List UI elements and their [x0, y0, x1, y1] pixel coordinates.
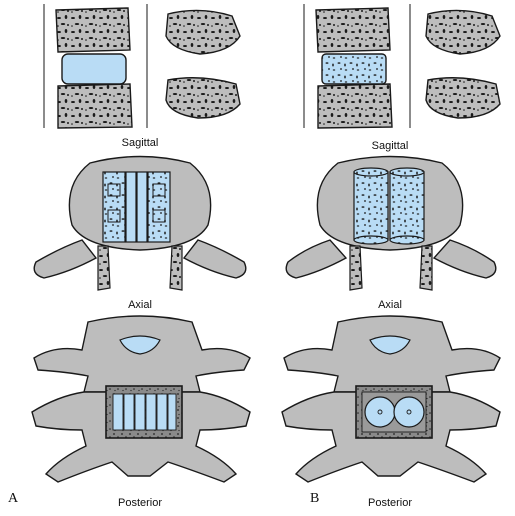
cage-slots: [112, 393, 177, 431]
panel-letter-a: A: [8, 491, 19, 506]
graft-blocks-axial: [102, 171, 171, 243]
spinal-canal: [369, 335, 411, 355]
lower-posterior-element: [425, 77, 501, 119]
right-facet: [169, 245, 183, 291]
interbody-graft: [321, 53, 387, 85]
label-sagittal-b: Sagittal: [371, 140, 409, 152]
lower-posterior-element: [165, 77, 241, 119]
panel-a: [31, 4, 251, 483]
cage-dowels: [364, 396, 425, 428]
posterior-view-a: [31, 315, 251, 483]
upper-vertebral-body: [55, 7, 131, 53]
right-transverse-process: [182, 239, 247, 279]
interbody-graft: [61, 53, 127, 85]
right-transverse-process: [432, 239, 497, 279]
left-transverse-process: [285, 239, 348, 279]
upper-posterior-element: [165, 9, 241, 55]
left-transverse-process: [33, 239, 98, 279]
label-posterior-b: Posterior: [367, 497, 413, 509]
upper-posterior-element: [425, 9, 501, 55]
lower-vertebral-body: [317, 83, 393, 129]
panel-b: [281, 4, 501, 483]
right-facet: [419, 245, 433, 291]
label-posterior-a: Posterior: [117, 497, 163, 509]
panel-letter-b: B: [310, 491, 320, 506]
sagittal-view-a: [43, 4, 241, 129]
axial-view-a: [33, 155, 247, 291]
spinal-canal: [119, 335, 161, 355]
left-facet: [349, 245, 363, 291]
label-axial-a: Axial: [128, 299, 152, 311]
upper-vertebral-body: [315, 7, 391, 53]
left-facet: [97, 245, 111, 291]
posterior-view-b: [281, 315, 501, 483]
lower-vertebral-body: [57, 83, 133, 129]
sagittal-view-b: [303, 4, 501, 129]
label-sagittal-a: Sagittal: [121, 137, 159, 149]
label-axial-b: Axial: [378, 299, 402, 311]
axial-view-b: [285, 155, 497, 291]
graft-cylinders-axial: [353, 167, 425, 245]
